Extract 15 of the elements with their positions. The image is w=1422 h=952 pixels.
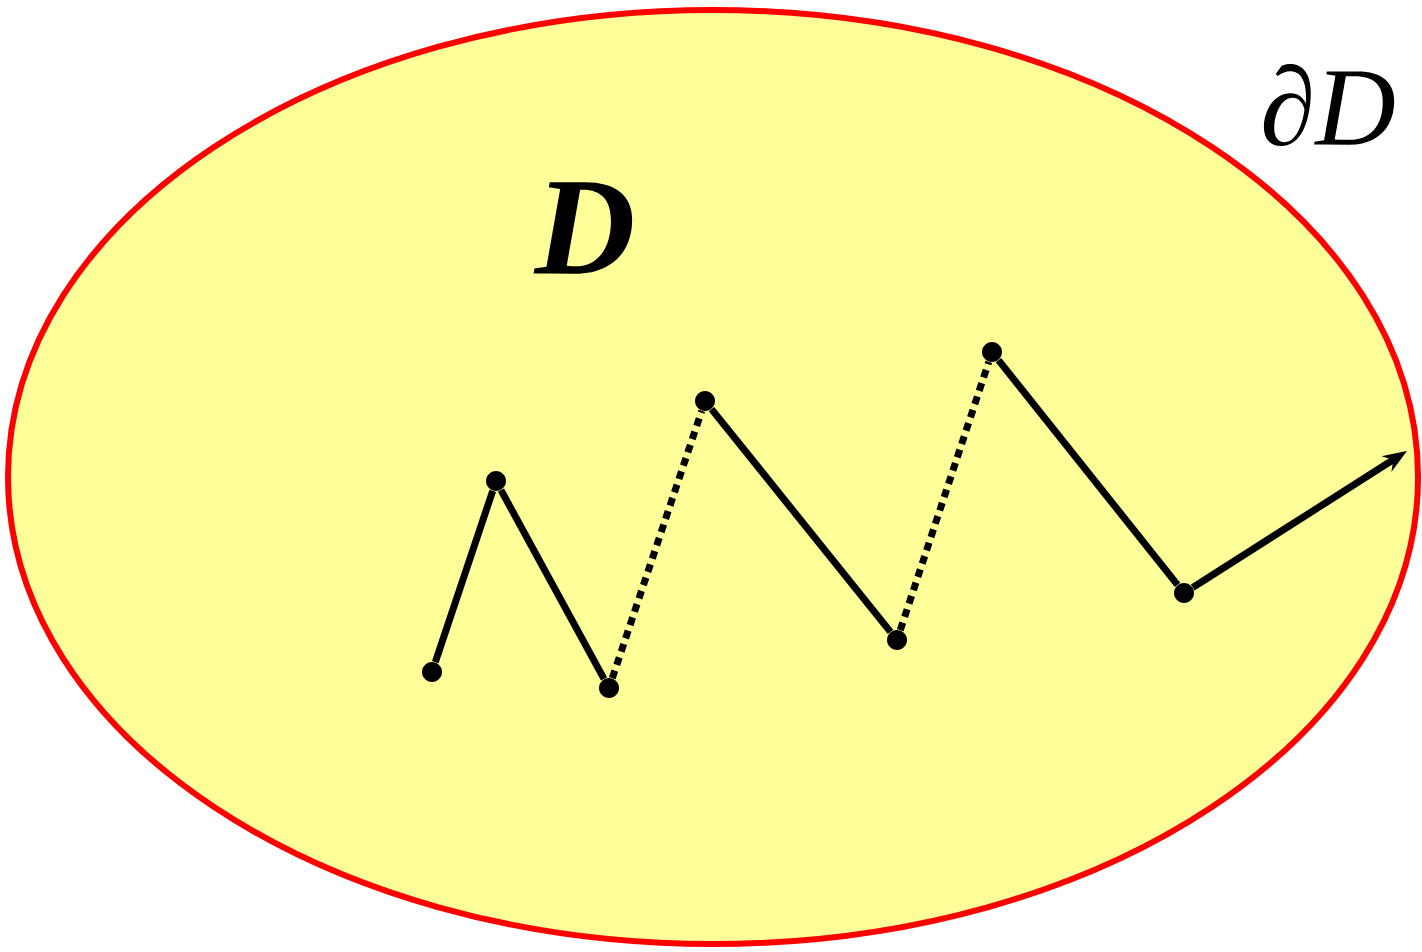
path-segment bbox=[995, 357, 1181, 588]
point-dot bbox=[486, 471, 506, 491]
point-dot bbox=[695, 391, 715, 411]
point-dot bbox=[887, 630, 907, 650]
path-segment bbox=[497, 488, 608, 681]
dotted-segment bbox=[896, 360, 993, 632]
point-dot bbox=[422, 662, 442, 682]
boundary-label: ∂D bbox=[1263, 64, 1395, 146]
point-dot bbox=[982, 342, 1002, 362]
point-dot bbox=[599, 678, 619, 698]
path-segment bbox=[432, 489, 496, 664]
region-label: D bbox=[533, 182, 633, 274]
point-dot bbox=[1174, 583, 1194, 603]
dotted-segment bbox=[609, 409, 706, 680]
path-segment bbox=[708, 406, 894, 635]
